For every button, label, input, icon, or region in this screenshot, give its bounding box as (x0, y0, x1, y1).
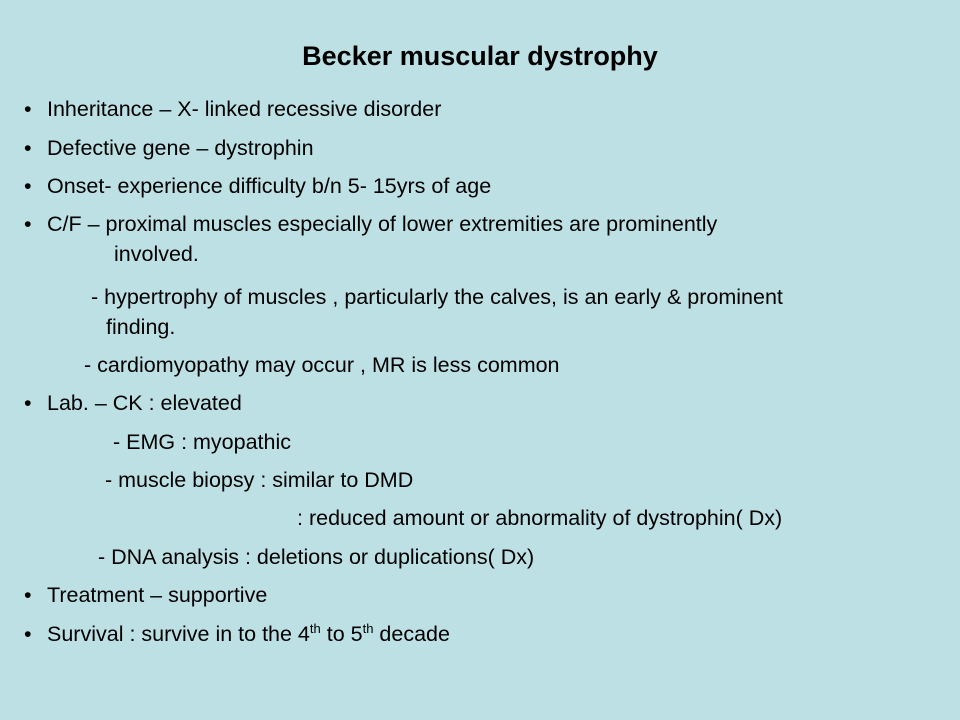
survival-superscript-2: th (362, 621, 374, 636)
hypertrophy-continuation: finding. (106, 315, 176, 339)
bullet-marker: • (24, 212, 32, 236)
bullet-marker: • (24, 136, 32, 160)
slide-title: Becker muscular dystrophy (302, 41, 658, 71)
sub-item-reduced-dystrophin: : reduced amount or abnormality of dystr… (297, 506, 783, 530)
sub-item-cardiomyopathy: - cardiomyopathy may occur , MR is less … (84, 353, 560, 377)
sub-item-muscle-biopsy: - muscle biopsy : similar to DMD (105, 468, 414, 492)
bullet-lab: Lab. – CK : elevated (47, 391, 242, 415)
sub-item-dna-analysis: - DNA analysis : deletions or duplicatio… (98, 545, 535, 569)
sub-item-emg: - EMG : myopathic (113, 430, 292, 454)
bullet-onset: Onset- experience difficulty b/n 5- 15yr… (47, 174, 492, 198)
survival-middle: to 5 (320, 622, 363, 646)
bullet-marker: • (24, 583, 32, 607)
bullet-marker: • (24, 174, 32, 198)
bullet-clinical-features: C/F – proximal muscles especially of low… (47, 212, 718, 236)
survival-prefix: Survival : survive in to the 4 (47, 622, 310, 646)
sub-item-hypertrophy: - hypertrophy of muscles , particularly … (91, 285, 783, 309)
bullet-treatment: Treatment – supportive (47, 583, 268, 607)
bullet-marker: • (24, 391, 32, 415)
bullet-survival: Survival : survive in to the 4th to 5th … (47, 620, 450, 649)
bullet-inheritance: Inheritance – X- linked recessive disord… (47, 97, 442, 121)
bullet-marker: • (24, 622, 32, 646)
survival-suffix: decade (373, 622, 450, 646)
clinical-features-continuation: involved. (114, 242, 199, 266)
bullet-defective-gene: Defective gene – dystrophin (47, 136, 314, 160)
bullet-marker: • (24, 97, 32, 121)
survival-superscript-1: th (309, 621, 321, 636)
